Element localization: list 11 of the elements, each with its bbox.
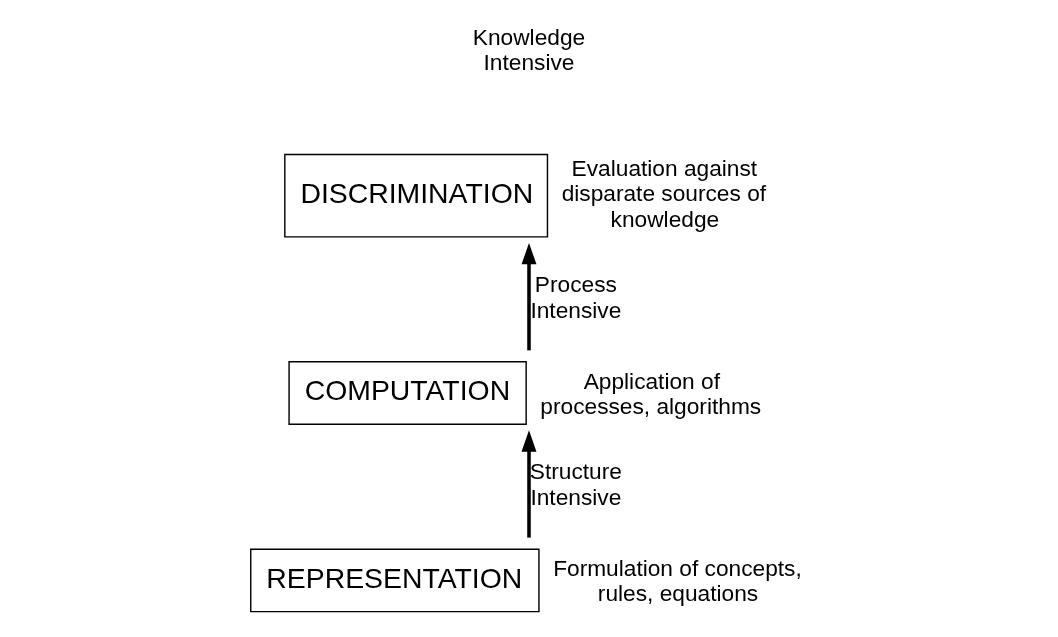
- node-box: DISCRIMINATION: [284, 153, 549, 238]
- edge-label: Process Intensive: [530, 270, 622, 323]
- edge-label: Structure Intensive: [529, 458, 622, 510]
- arrow: [521, 242, 537, 351]
- label: Knowledge Intensive: [472, 23, 586, 76]
- node-box: REPRESENTATION: [250, 548, 540, 613]
- arrow: [521, 430, 537, 538]
- node-label: Formulation of concepts, rules, equations: [553, 554, 802, 607]
- node-label: Application of processes, algorithms: [540, 367, 762, 420]
- node-label: Evaluation against disparate sources of knowledge: [561, 154, 767, 232]
- node-box: COMPUTATION: [288, 361, 527, 425]
